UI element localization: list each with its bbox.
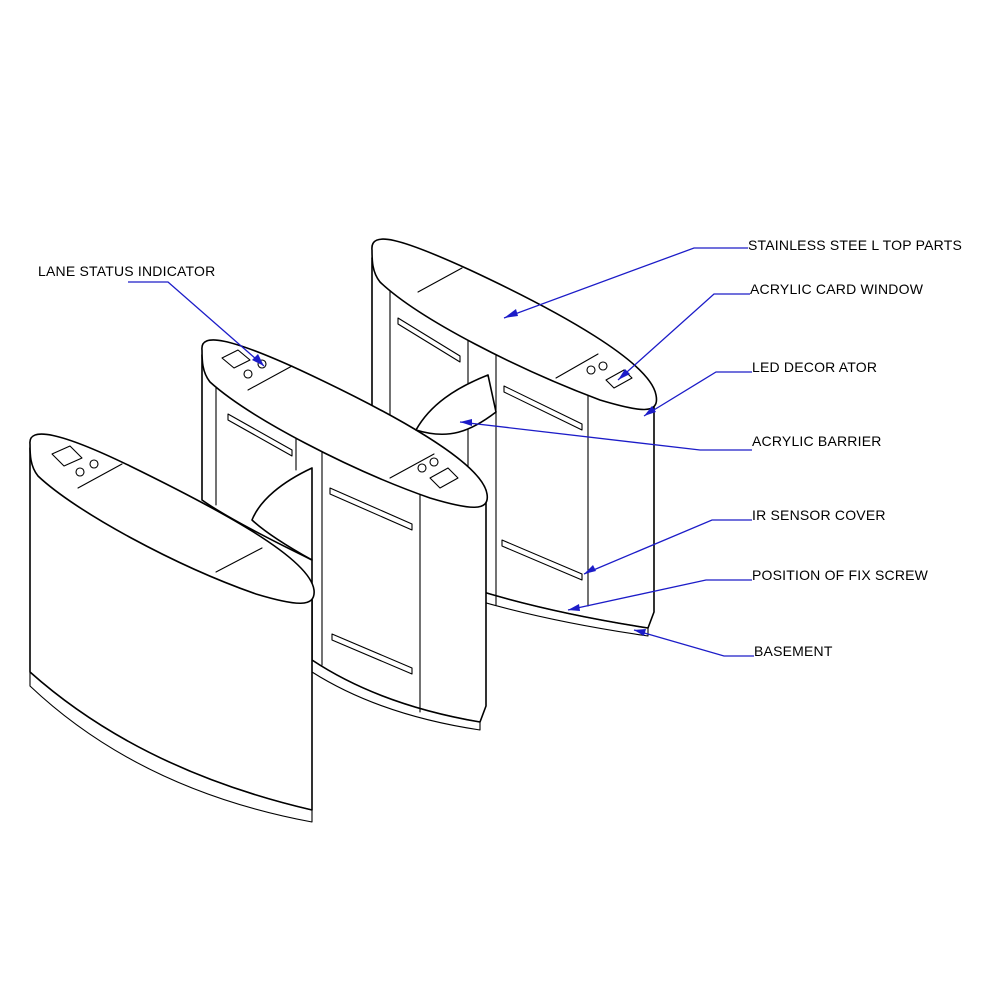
label-fix-screw: POSITION OF FIX SCREW (752, 567, 929, 583)
front-turnstile-unit (29, 433, 315, 823)
label-basement: BASEMENT (754, 643, 833, 659)
label-card-window: ACRYLIC CARD WINDOW (750, 281, 924, 297)
callout-leaders (128, 247, 754, 657)
label-top-parts: STAINLESS STEE L TOP PARTS (748, 237, 962, 253)
label-lane-status: LANE STATUS INDICATOR (38, 263, 215, 279)
acrylic-barrier-shape (415, 374, 497, 436)
label-acrylic-barrier: ACRYLIC BARRIER (752, 433, 882, 449)
label-ir-sensor: IR SENSOR COVER (752, 507, 886, 523)
label-led-decorator: LED DECOR ATOR (752, 359, 877, 375)
middle-turnstile-unit (201, 339, 488, 731)
